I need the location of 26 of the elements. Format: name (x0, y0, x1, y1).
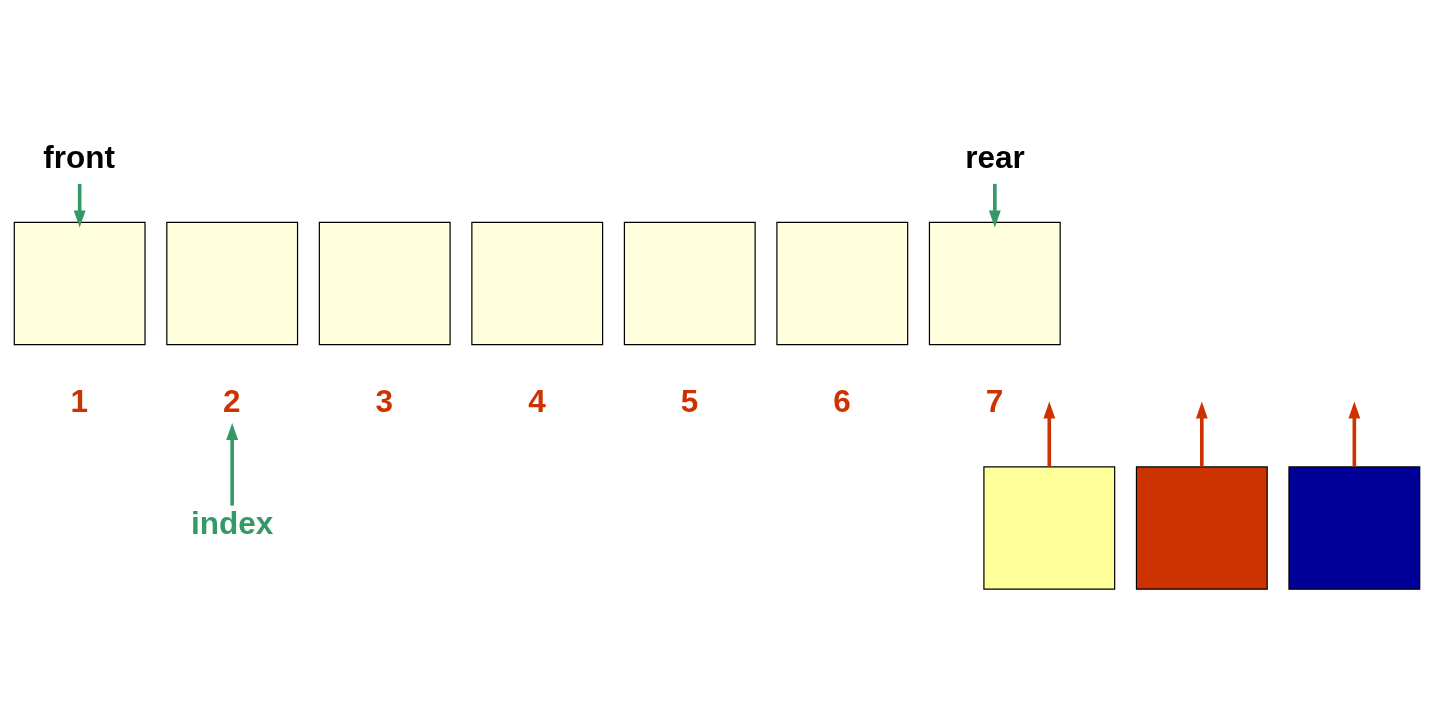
node-box (776, 221, 909, 346)
arrow (1043, 401, 1056, 467)
node-box (1135, 466, 1268, 590)
node-box (983, 466, 1116, 590)
arrow (1195, 401, 1208, 467)
node-text: rear (965, 139, 1025, 175)
node-label: 6 (833, 384, 851, 420)
node-text: 2 (223, 384, 241, 420)
node-label: 7 (985, 384, 1004, 420)
node-label: 5 (680, 384, 699, 420)
arrow (226, 422, 239, 506)
node-label: 4 (528, 384, 546, 420)
node-text: index (191, 506, 274, 542)
node-box (623, 221, 756, 346)
arrow (73, 183, 86, 228)
node-label: 1 (70, 384, 89, 420)
node-box (471, 221, 604, 346)
node-label: 3 (375, 384, 394, 420)
arrow (988, 183, 1001, 228)
node-box (928, 221, 1061, 346)
node-box (166, 221, 299, 346)
arrow (1348, 401, 1361, 467)
node-text: front (43, 139, 115, 175)
node-box (13, 221, 146, 346)
node-box (318, 221, 451, 346)
node-box (1288, 466, 1421, 590)
